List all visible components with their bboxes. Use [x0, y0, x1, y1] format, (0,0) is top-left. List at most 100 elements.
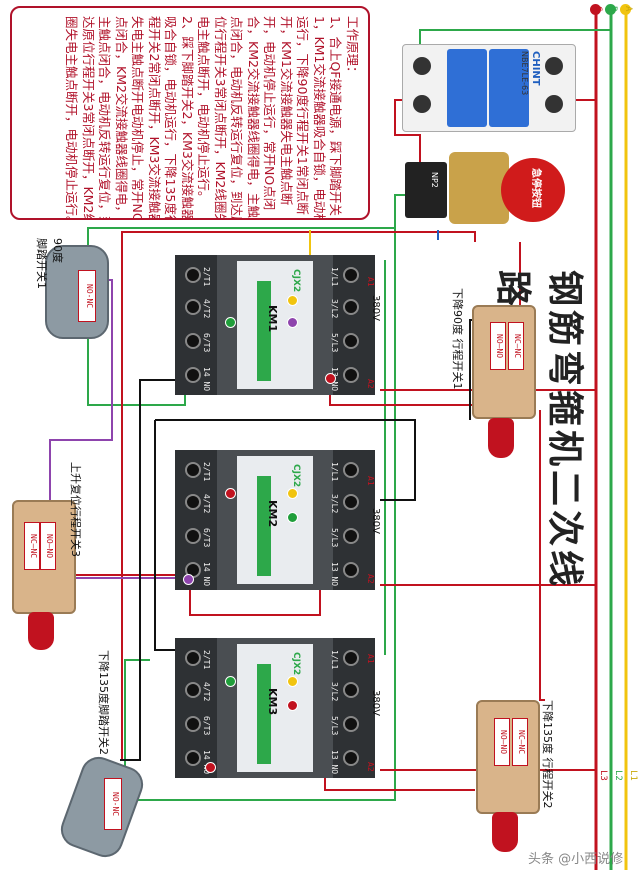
bus-line-label-l3: L3 [598, 770, 608, 781]
km3-coil-a2: A2 [366, 762, 375, 772]
km1-model: CJX2 [291, 269, 301, 293]
foot-pedal-switch-1[interactable] [45, 245, 109, 339]
km2-voltage: 380V [370, 508, 381, 534]
bus-dot-b [605, 4, 616, 15]
km2-label-r3: 5/L3 [330, 528, 339, 548]
pedal1-card: NO-NC [78, 270, 96, 322]
pedal2-card: NO-NC [104, 778, 122, 830]
km2-dot-green [287, 512, 298, 523]
km3-term-l4 [185, 750, 201, 766]
principle-note: 工作原理： 1、合上QF接通电源，踩下脚踏开关1，KM1交流接触器吸合自锁，电动… [10, 6, 370, 220]
km2-term-r3 [343, 528, 359, 544]
km2-model: CJX2 [291, 464, 301, 488]
limit2-plunger [492, 812, 518, 852]
km3-term-l3 [185, 716, 201, 732]
breaker-terminal-3 [545, 57, 563, 75]
limit2-label: 下降135度 行程开关2 [541, 700, 554, 809]
km2-term-l2 [185, 494, 201, 510]
limit3-card-no: NO—NO [40, 522, 56, 570]
km1-label-l4: 14 NO [202, 367, 211, 392]
km3-model: CJX2 [291, 652, 301, 676]
km1-label-r2: 3/L2 [330, 299, 339, 319]
limit3-card-nc: NC—NC [24, 522, 40, 570]
watermark: 头条 @小西说修 [528, 852, 624, 867]
diagram-title: 钢筋弯箍机二次线路图 [492, 270, 594, 600]
km1-term-r1 [343, 267, 359, 283]
emergency-stop-button[interactable]: 急停按钮 NP2 [405, 152, 565, 224]
wire-black-2 [155, 419, 416, 501]
km1-dot-red [325, 373, 336, 384]
km3-dot-yellow [287, 676, 298, 687]
km3-label-l1: 2/T1 [202, 650, 211, 670]
limit1-card-no: NO—NO [490, 322, 506, 370]
km1-coil-a2: A2 [366, 379, 375, 389]
bus-dot-a [620, 4, 631, 15]
km1-label-l3: 6/T3 [202, 333, 211, 353]
breaker-model: NBE7LE-63 [520, 51, 529, 96]
wire-red-breaker-estop [394, 99, 421, 170]
km1-term-r2 [343, 299, 359, 315]
km2-label-r1: 1/L1 [330, 462, 339, 482]
km2-label-l1: 2/T1 [202, 462, 211, 482]
km3-green-bar [257, 664, 271, 764]
wire-black-1 [120, 379, 255, 761]
km2-term-r4 [343, 562, 359, 578]
km1-label-r1: 1/L1 [330, 267, 339, 287]
km1-term-r4 [343, 367, 359, 383]
km2-green-bar [257, 476, 271, 576]
km1-dot-purple [287, 317, 298, 328]
bus-label-a: A [623, 6, 633, 12]
breaker-terminal-2 [413, 95, 431, 113]
km3-voltage: 380V [370, 690, 381, 716]
km1-dot-yellow [287, 295, 298, 306]
limit3-plunger [28, 612, 54, 650]
bus-label-b: B [608, 6, 618, 12]
limit1-plunger [488, 418, 514, 458]
km2-dot-yellow [287, 488, 298, 499]
km3-label-r3: 5/L3 [330, 716, 339, 736]
bus-line-label-l2: L2 [613, 770, 623, 781]
pedal1-label: 90度 脚踏开关1 [35, 238, 64, 289]
estop-base [405, 162, 447, 218]
km3-center-panel [237, 644, 313, 772]
km3-label-r4: 13 NO [330, 750, 339, 775]
km1-label-l2: 4/T2 [202, 299, 211, 319]
km1-term-r3 [343, 333, 359, 349]
km3-term-r3 [343, 716, 359, 732]
limit2-card-no: NO—NO [494, 718, 510, 766]
km2-label-r4: 13 NO [330, 562, 339, 587]
km3-term-r2 [343, 682, 359, 698]
km3-coil-a1: A1 [366, 654, 375, 664]
km1-center-panel [237, 261, 313, 389]
km2-dot-red [225, 488, 236, 499]
km1-term-l2 [185, 299, 201, 315]
km2-name: KM2 [266, 500, 279, 528]
km2-term-r2 [343, 494, 359, 510]
km1-label-r3: 5/L3 [330, 333, 339, 353]
limit1-card-nc: NC—NC [508, 322, 524, 370]
km1-green-bar [257, 281, 271, 381]
breaker-terminal-1 [413, 57, 431, 75]
estop-collar [449, 152, 509, 224]
km3-term-l2 [185, 682, 201, 698]
estop-code: NP2 [430, 172, 439, 188]
bus-label-c: C [593, 6, 603, 12]
km2-label-r2: 3/L2 [330, 494, 339, 514]
km3-term-l1 [185, 650, 201, 666]
contactor-km2: KM2 CJX2 380V 2/T1 4/T2 6/T3 14 NO 1/L1 … [175, 450, 381, 590]
km2-term-l3 [185, 528, 201, 544]
breaker-brand: CHINT [530, 51, 541, 86]
bus-line-label-l1: L1 [628, 770, 638, 781]
wire-purple-pedal1 [49, 279, 113, 500]
km1-coil-a1: A1 [366, 277, 375, 287]
estop-head [501, 158, 565, 222]
contactor-km3: KM3 CJX2 380V 2/T1 4/T2 6/T3 14 NO 1/L1 … [175, 638, 381, 778]
km3-dot-red-2 [205, 762, 216, 773]
limit1-label: 下降90度 行程开关1 [451, 288, 464, 390]
km3-label-l2: 4/T2 [202, 682, 211, 702]
km3-dot-red [287, 700, 298, 711]
km2-label-l3: 6/T3 [202, 528, 211, 548]
breaker-terminal-4 [545, 95, 563, 113]
km1-dot-green [225, 317, 236, 328]
km2-center-panel [237, 456, 313, 584]
